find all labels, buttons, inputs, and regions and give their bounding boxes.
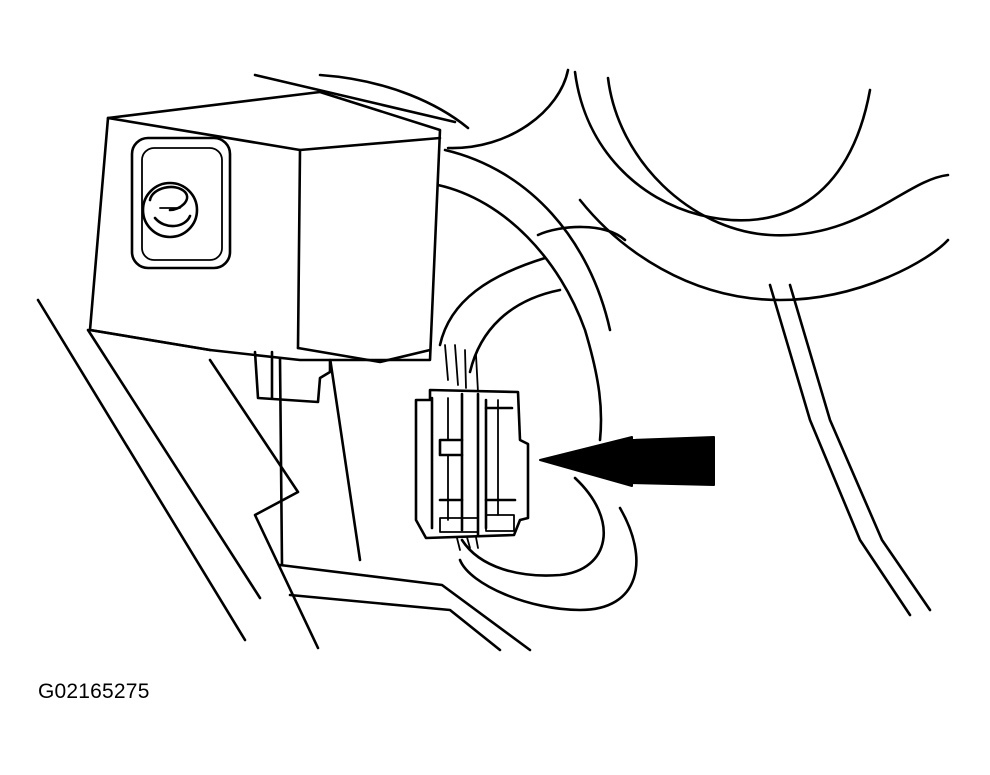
arrow-left-icon (539, 436, 715, 487)
wiring-harness (436, 148, 638, 612)
screw-icon (141, 181, 199, 239)
trim-panel (36, 298, 320, 650)
air-duct (253, 68, 950, 617)
figure-id-label: G02165275 (38, 680, 150, 703)
electrical-connector (414, 388, 530, 540)
relay-module (88, 90, 442, 404)
